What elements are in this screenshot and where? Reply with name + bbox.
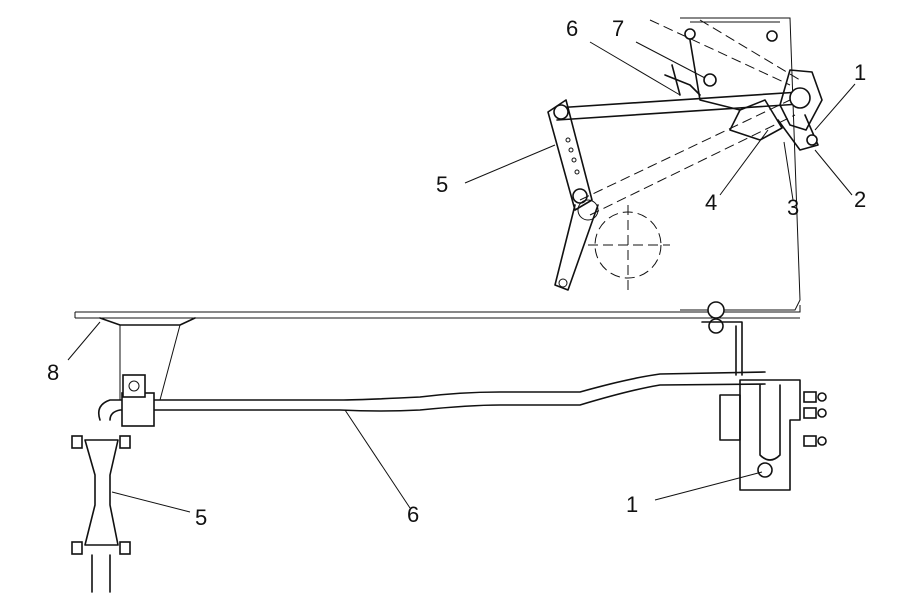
callout-bottom-frame: 8 <box>47 360 60 385</box>
callout-top-rod: 6 <box>566 16 579 41</box>
callout-bottom-bolt: 1 <box>626 492 639 517</box>
callout-top-bracket: 7 <box>612 16 625 41</box>
callout-top-link: 5 <box>436 172 449 197</box>
bottom-detail <box>67 301 827 593</box>
callout-top-lever: 3 <box>787 195 800 220</box>
callout-top-bolt: 1 <box>854 60 867 85</box>
callout-top-sensor: 4 <box>705 190 718 215</box>
top-detail <box>464 17 856 311</box>
callout-bottom-stabilizer-bar: 6 <box>407 502 420 527</box>
callout-bottom-link: 5 <box>195 505 208 530</box>
callout-top-nut: 2 <box>854 187 867 212</box>
